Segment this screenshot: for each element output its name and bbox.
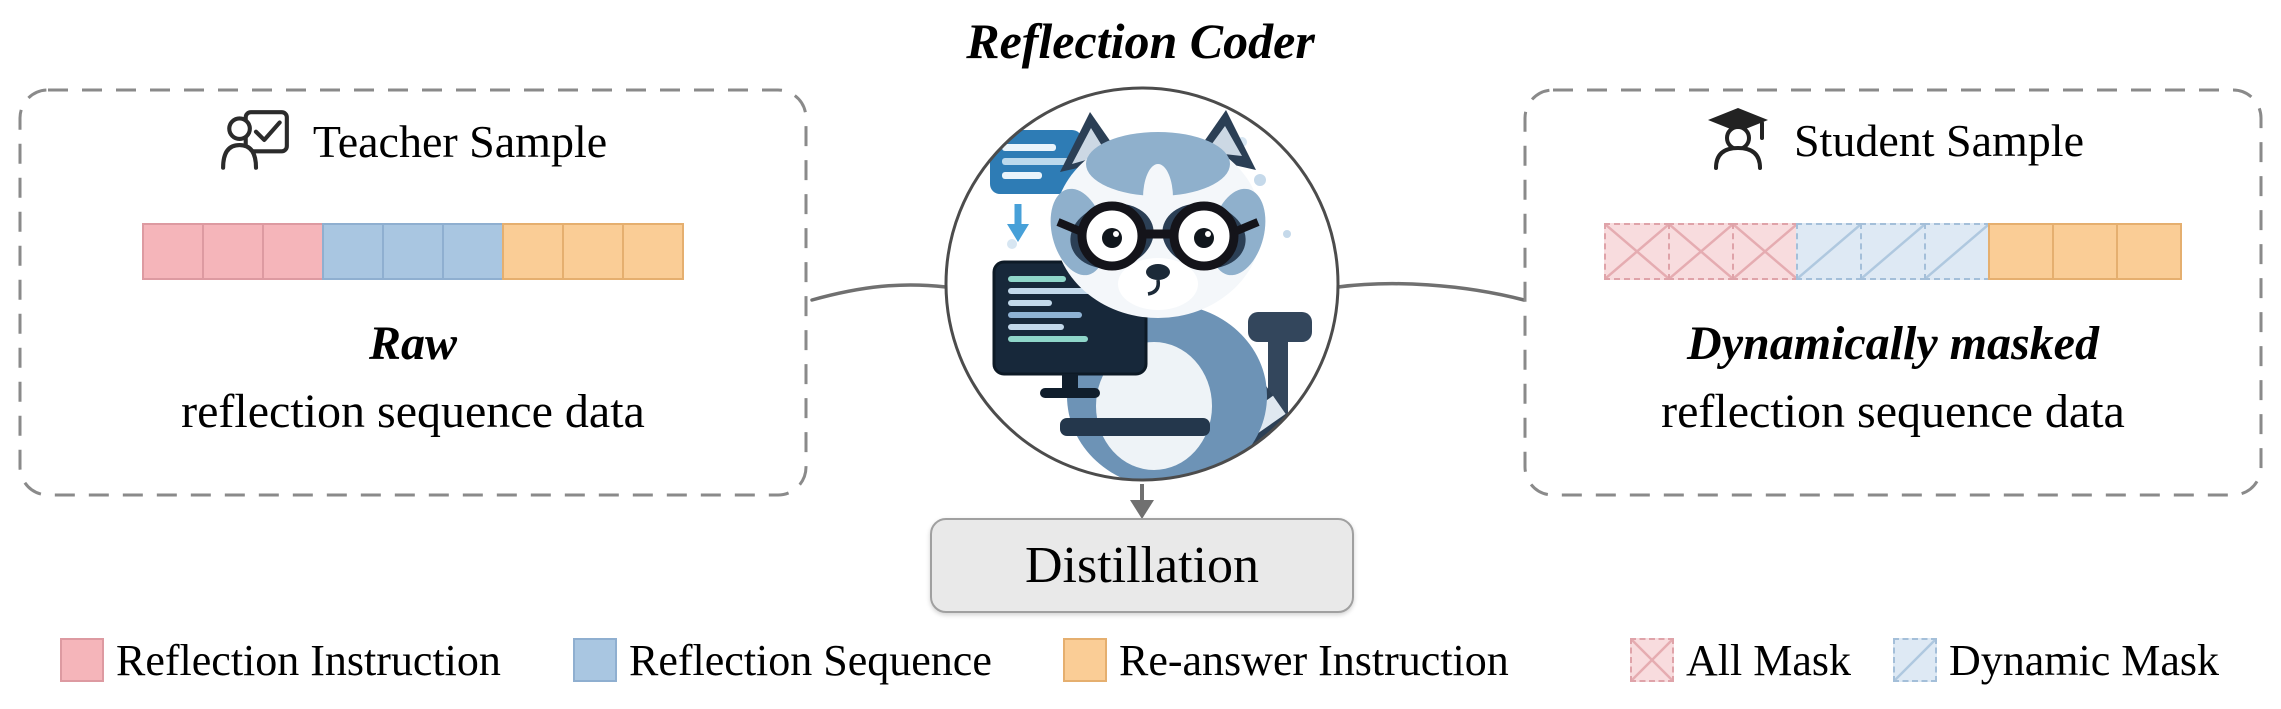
legend-label: Reflection Sequence [629,635,992,685]
sequence-block-pink [142,223,204,280]
legend-item: Re-answer Instruction [1063,634,1509,686]
legend-swatch-mask-pink [1630,638,1674,682]
sequence-block-orange [1988,223,2054,280]
legend-item: Dynamic Mask [1893,634,2219,686]
teacher-panel-border [18,88,808,497]
distillation-box: Distillation [930,518,1354,613]
teacher-sequence-row [142,223,684,280]
sequence-block-blue [322,223,384,280]
legend-label: All Mask [1686,635,1851,685]
legend-label: Dynamic Mask [1949,635,2220,685]
sequence-block-mask-blue [1860,223,1926,280]
sequence-block-orange [562,223,624,280]
legend-label: Re-answer Instruction [1119,635,1509,685]
figure-title: Reflection Coder [966,13,1315,69]
sequence-block-orange [622,223,684,280]
teacher-caption: reflection sequence data [181,385,645,438]
sequence-block-mask-pink [1668,223,1734,280]
sequence-block-pink [262,223,324,280]
student-panel-border [1523,88,2263,497]
student-caption-emphasis: Dynamically masked [1687,317,2099,370]
teacher-caption-emphasis: Raw [368,317,458,370]
legend-swatch-pink [60,638,104,682]
teacher-panel-title: Teacher Sample [312,115,608,167]
distillation-label: Distillation [1025,537,1259,594]
sequence-block-mask-blue [1924,223,1990,280]
sequence-block-mask-pink [1732,223,1798,280]
student-caption: reflection sequence data [1661,385,2125,438]
sequence-block-blue [442,223,504,280]
legend-item: All Mask [1630,634,1851,686]
teacher-icon [219,104,293,178]
student-panel-title: Student Sample [1793,114,2085,166]
legend-item: Reflection Sequence [573,634,992,686]
sequence-block-orange [2116,223,2182,280]
sequence-block-mask-blue [1796,223,1862,280]
legend-item: Reflection Instruction [60,634,501,686]
student-panel-header: Student Sample [1523,104,2263,176]
sequence-block-blue [382,223,444,280]
legend-swatch-blue [573,638,617,682]
teacher-panel: Teacher Sample Raw reflection sequence d… [18,88,808,497]
student-panel: Student Sample Dynamically masked reflec… [1523,88,2263,497]
legend-label: Reflection Instruction [116,635,501,685]
raccoon-mascot [942,84,1342,484]
sequence-block-orange [502,223,564,280]
legend-swatch-orange [1063,638,1107,682]
teacher-panel-header: Teacher Sample [18,104,808,178]
sequence-block-mask-pink [1604,223,1670,280]
sequence-block-orange [2052,223,2118,280]
legend: Reflection Instruction Reflection Sequenc… [0,634,2281,694]
sequence-block-pink [202,223,264,280]
student-icon [1702,104,1774,176]
down-arrow-icon [1130,500,1154,519]
student-sequence-row [1604,223,2182,280]
legend-swatch-mask-blue [1893,638,1937,682]
